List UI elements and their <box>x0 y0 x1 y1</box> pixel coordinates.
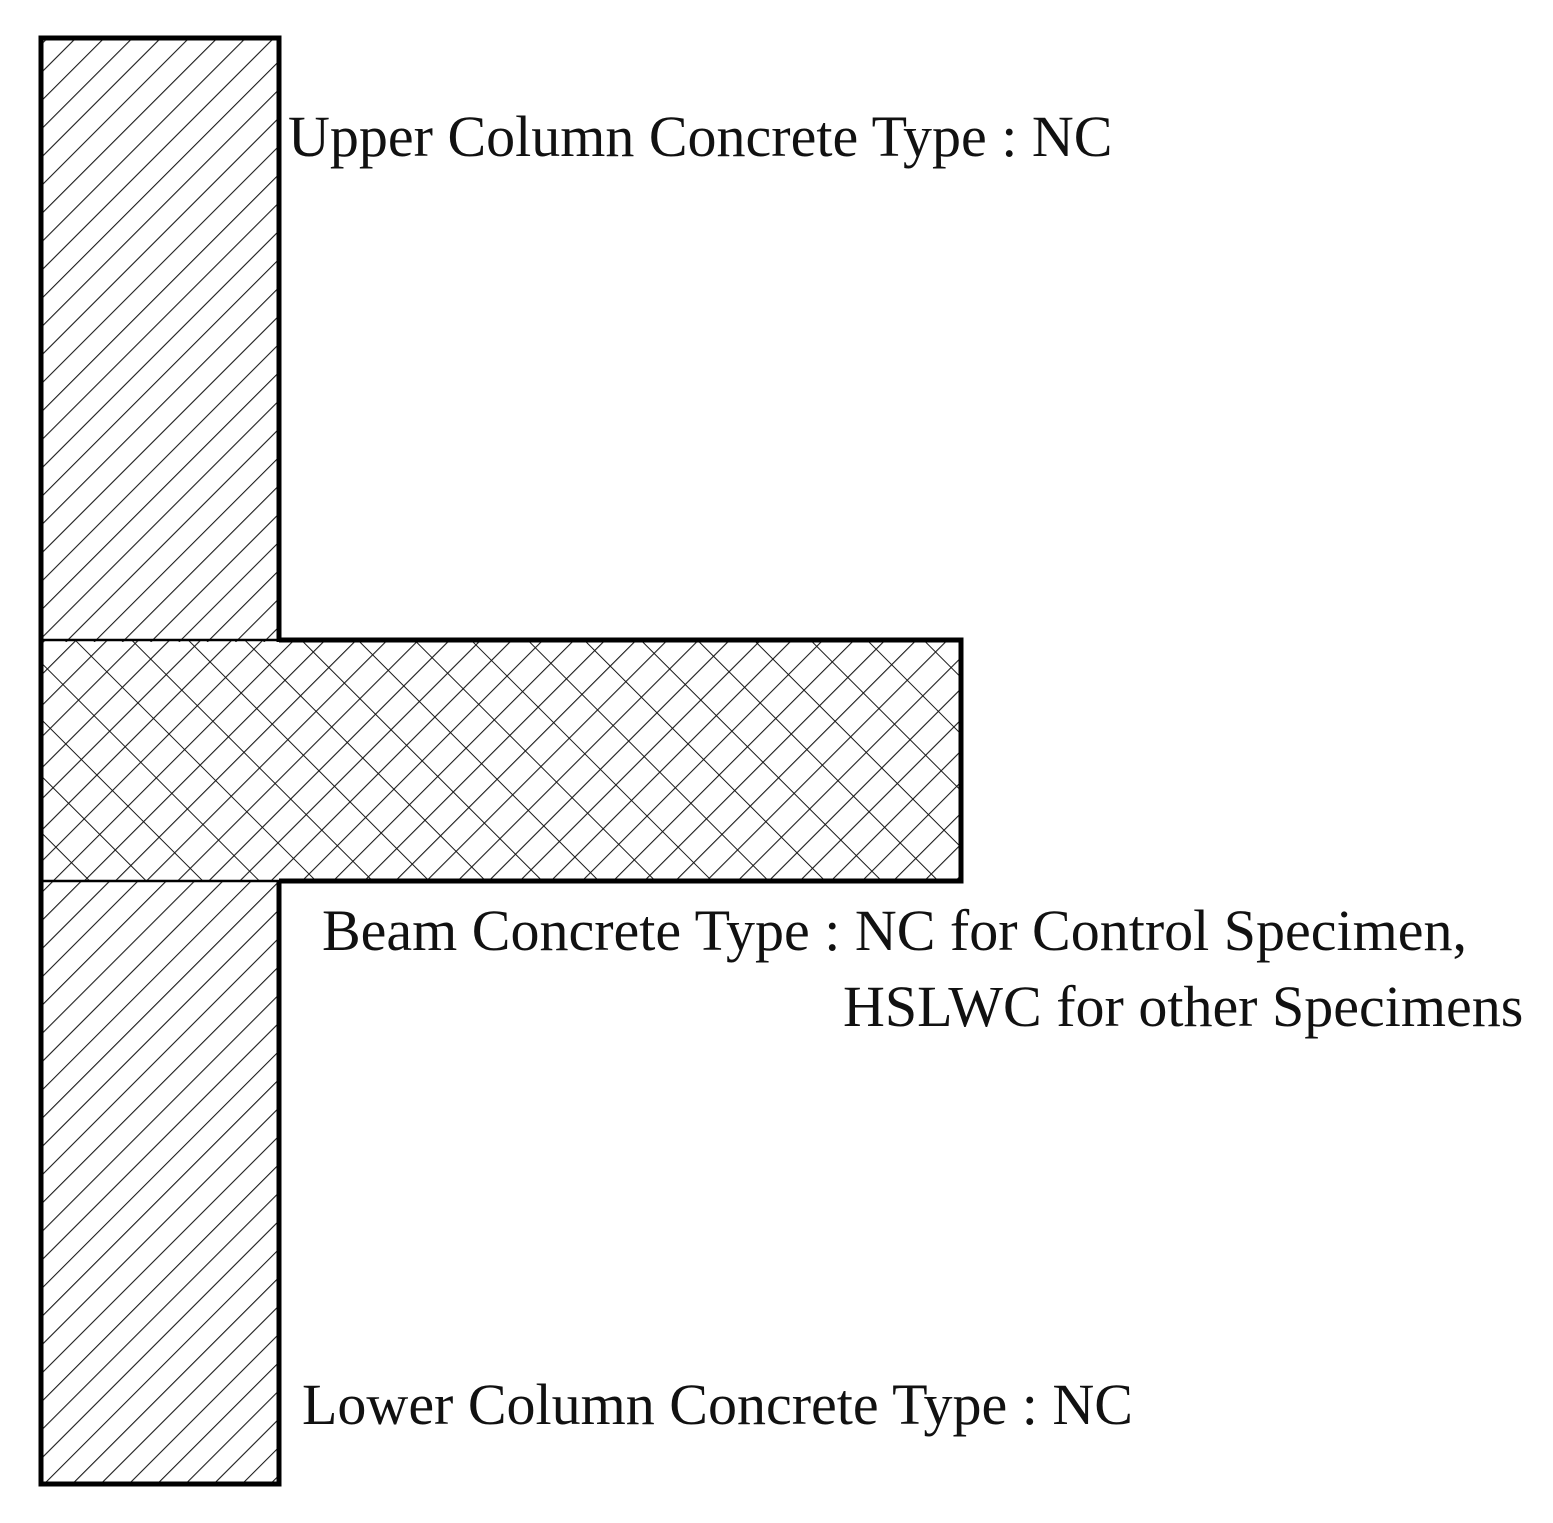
beam-label-line1: Beam Concrete Type : NC for Control Spec… <box>322 898 1467 963</box>
lower-column-label: Lower Column Concrete Type : NC <box>302 1372 1133 1437</box>
beam <box>38 637 964 884</box>
lower-column <box>38 880 282 1487</box>
upper-column <box>38 35 282 642</box>
beam-label-line2: HSLWC for other Specimens <box>843 974 1523 1039</box>
upper-column-label: Upper Column Concrete Type : NC <box>288 104 1112 169</box>
